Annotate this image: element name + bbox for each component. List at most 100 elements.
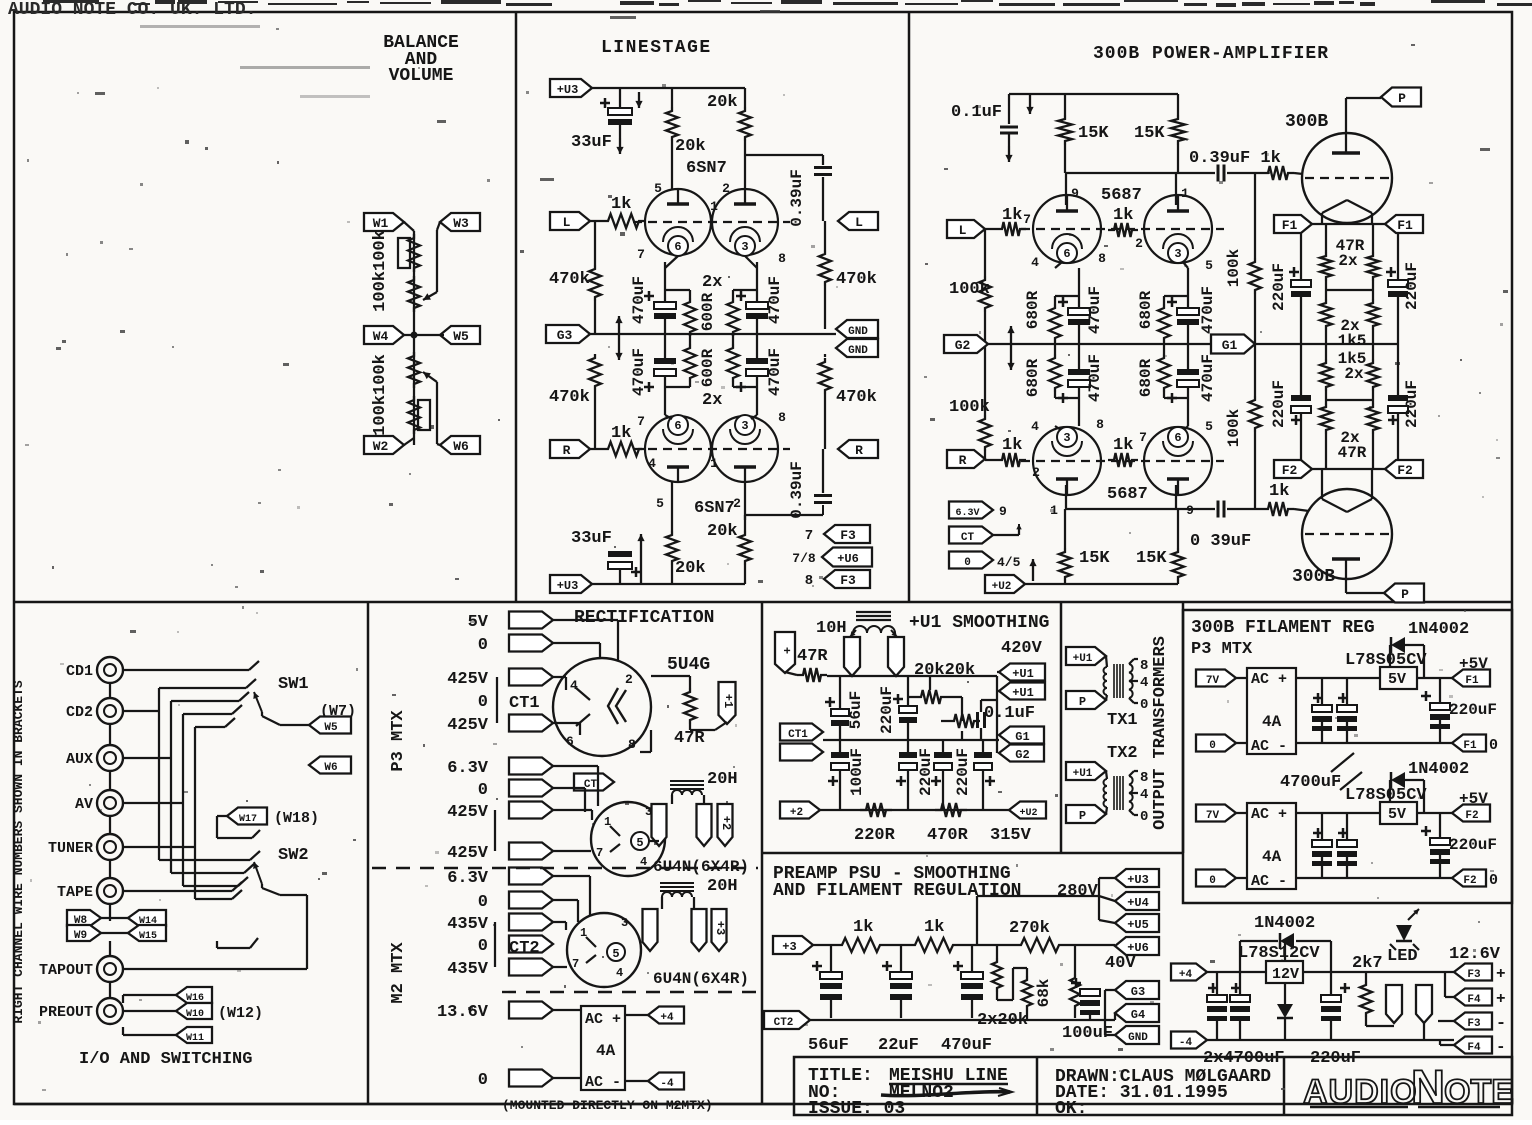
svg-text:+U2: +U2 [1019, 808, 1037, 819]
svg-text:6: 6 [674, 240, 681, 254]
svg-text:F4: F4 [1467, 1042, 1481, 1054]
svg-text:CT1: CT1 [788, 729, 808, 741]
svg-text:F3: F3 [1467, 1018, 1481, 1030]
svg-text:GND: GND [848, 326, 868, 338]
svg-text:0: 0 [964, 557, 971, 569]
svg-text:470k: 470k [549, 388, 590, 407]
svg-text:47R: 47R [797, 647, 828, 666]
svg-text:AC +: AC + [1251, 806, 1287, 823]
svg-text:0: 0 [1489, 737, 1498, 754]
svg-text:3: 3 [741, 240, 748, 254]
svg-text:9: 9 [1186, 503, 1194, 518]
svg-text:8: 8 [1140, 770, 1148, 786]
svg-text:5V: 5V [468, 613, 489, 632]
svg-text:TITLE:: TITLE: [808, 1066, 873, 1086]
svg-text:680R: 680R [1024, 358, 1042, 397]
svg-text:W4: W4 [373, 329, 389, 344]
svg-text:600R: 600R [699, 292, 717, 331]
svg-text:AC -: AC - [1251, 738, 1287, 755]
svg-text:4: 4 [1031, 255, 1039, 270]
svg-text:1N4002: 1N4002 [1254, 914, 1315, 933]
svg-text:220uF: 220uF [1310, 1049, 1361, 1068]
svg-text:AUDIO: AUDIO [1303, 1073, 1418, 1111]
svg-text:220R: 220R [854, 826, 896, 845]
svg-text:470uF: 470uF [1199, 286, 1217, 334]
svg-text:F3: F3 [1467, 969, 1481, 981]
svg-text:2x: 2x [1340, 429, 1360, 447]
svg-text:F1: F1 [1397, 218, 1413, 233]
svg-text:100k: 100k [1225, 248, 1243, 287]
svg-text:4: 4 [640, 855, 647, 869]
svg-text:56uF: 56uF [808, 1036, 849, 1055]
svg-text:100k100k: 100k100k [371, 354, 390, 436]
svg-text:0: 0 [1209, 740, 1216, 752]
svg-text:470R: 470R [927, 826, 969, 845]
svg-text:7V: 7V [1206, 810, 1220, 822]
svg-text:13.6V: 13.6V [437, 1003, 489, 1022]
svg-text:PREAMP PSU - SMOOTHING: PREAMP PSU - SMOOTHING [773, 864, 1011, 884]
svg-text:TX1: TX1 [1107, 711, 1138, 730]
svg-text:8: 8 [1140, 658, 1148, 674]
svg-text:425V: 425V [447, 844, 489, 863]
svg-text:425V: 425V [447, 803, 489, 822]
svg-text:0.39uF: 0.39uF [788, 169, 806, 227]
svg-text:20k20k: 20k20k [914, 661, 975, 680]
svg-text:220uF: 220uF [954, 748, 972, 796]
svg-text:5V: 5V [1388, 671, 1406, 688]
svg-text:680R: 680R [1137, 290, 1155, 329]
svg-text:4/5: 4/5 [997, 555, 1021, 570]
svg-text:6: 6 [1174, 431, 1181, 445]
svg-text:4: 4 [1031, 419, 1039, 434]
svg-text:470k: 470k [549, 270, 590, 289]
svg-text:+5V: +5V [1459, 655, 1488, 673]
svg-text:270k: 270k [1009, 919, 1050, 938]
svg-text:435V: 435V [447, 915, 489, 934]
svg-text:7: 7 [596, 846, 603, 860]
svg-text:470uF: 470uF [1199, 354, 1217, 402]
svg-text:220uF: 220uF [878, 686, 896, 734]
svg-text:AND: AND [405, 50, 438, 70]
svg-text:8: 8 [1098, 251, 1106, 266]
svg-text:7V: 7V [1206, 675, 1220, 687]
svg-text:W11: W11 [186, 1033, 204, 1044]
svg-text:5: 5 [612, 947, 619, 961]
svg-text:2x4700uF: 2x4700uF [1203, 1049, 1285, 1068]
svg-text:435V: 435V [447, 960, 489, 979]
svg-text:3: 3 [1174, 247, 1181, 261]
svg-text:22uF: 22uF [878, 1036, 919, 1055]
svg-text:W5: W5 [324, 722, 338, 734]
svg-text:+: + [1496, 990, 1506, 1008]
svg-text:+1: +1 [721, 694, 735, 708]
svg-text:2: 2 [1032, 465, 1040, 480]
svg-text:+U3: +U3 [557, 83, 579, 97]
svg-text:6.3V: 6.3V [447, 869, 489, 888]
svg-text:5V: 5V [1388, 806, 1406, 823]
svg-text:56uF: 56uF [847, 691, 865, 729]
svg-text:CD1: CD1 [66, 663, 93, 680]
svg-text:OTE: OTE [1444, 1073, 1514, 1111]
svg-text:N: N [1411, 1060, 1445, 1113]
svg-text:TX2: TX2 [1107, 744, 1138, 763]
svg-text:4700uF: 4700uF [1280, 773, 1341, 792]
svg-text:220uF: 220uF [1270, 380, 1288, 428]
svg-text:4: 4 [570, 678, 578, 693]
svg-text:F1: F1 [1282, 218, 1298, 233]
svg-text:0.1uF: 0.1uF [951, 103, 1002, 122]
svg-text:L78S12CV: L78S12CV [1238, 944, 1320, 963]
svg-text:47R: 47R [1338, 444, 1367, 462]
svg-text:15K: 15K [1136, 549, 1167, 568]
svg-text:220uF: 220uF [1449, 701, 1497, 719]
svg-text:5U4G: 5U4G [667, 655, 710, 675]
svg-text:F2: F2 [1282, 463, 1298, 478]
svg-text:+U1: +U1 [1012, 686, 1034, 700]
svg-text:7: 7 [637, 247, 645, 262]
svg-text:0: 0 [478, 693, 488, 712]
svg-text:AUX: AUX [66, 751, 93, 768]
svg-text:+2: +2 [790, 807, 803, 819]
svg-text:W1: W1 [373, 216, 389, 231]
svg-text:W9: W9 [74, 930, 87, 942]
svg-text:40V: 40V [1105, 954, 1136, 973]
svg-text:280V: 280V [1057, 882, 1099, 901]
svg-text:ISSUE: 03: ISSUE: 03 [808, 1099, 905, 1119]
svg-text:1: 1 [1181, 186, 1189, 201]
